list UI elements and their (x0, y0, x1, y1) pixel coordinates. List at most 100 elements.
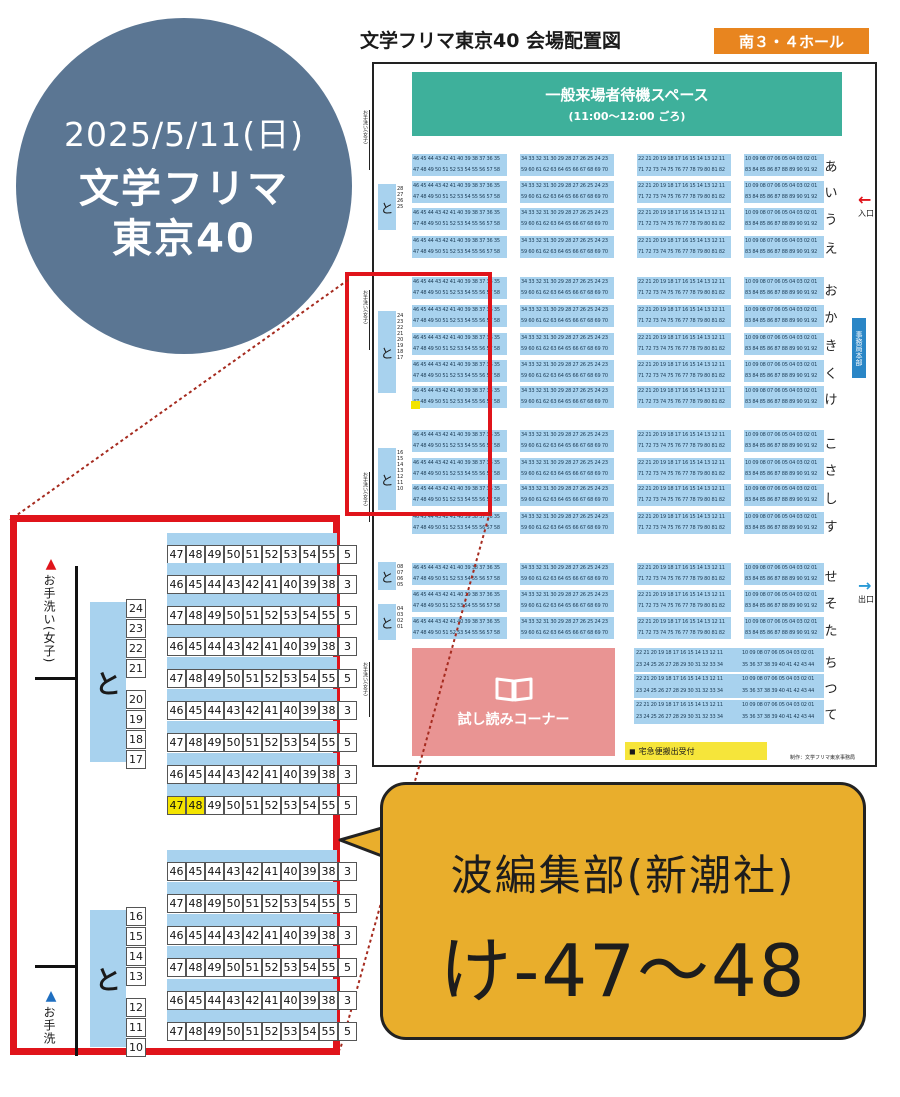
booth-cell[interactable]: 45 (186, 926, 205, 945)
booth-cell[interactable]: 49 (205, 606, 224, 625)
booth-cell[interactable]: 55 (319, 733, 338, 752)
booth-cell[interactable]: 46 (167, 862, 186, 881)
booth-cell[interactable]: 55 (319, 958, 338, 977)
booth-cell[interactable]: 40 (281, 862, 300, 881)
booth-cell[interactable]: 39 (300, 926, 319, 945)
booth-cell[interactable]: 3 (338, 637, 357, 656)
booth-cell[interactable]: 42 (243, 926, 262, 945)
booth-cell[interactable]: 52 (262, 958, 281, 977)
booth-cell[interactable]: 45 (186, 765, 205, 784)
booth-cell[interactable]: 5 (338, 1022, 357, 1041)
booth-cell[interactable]: 52 (262, 669, 281, 688)
booth-cell[interactable]: 49 (205, 669, 224, 688)
booth-cell[interactable]: 40 (281, 701, 300, 720)
booth-cell[interactable]: 49 (205, 958, 224, 977)
booth-cell[interactable]: 51 (243, 733, 262, 752)
booth-cell[interactable]: 40 (281, 991, 300, 1010)
booth-cell[interactable]: 48 (186, 1022, 205, 1041)
booth-cell[interactable]: 44 (205, 575, 224, 594)
booth-cell[interactable]: 47 (167, 958, 186, 977)
booth-cell[interactable]: 5 (338, 606, 357, 625)
booth-cell[interactable]: 44 (205, 862, 224, 881)
booth-cell[interactable]: 38 (319, 637, 338, 656)
booth-cell[interactable]: 43 (224, 926, 243, 945)
booth-cell[interactable]: 52 (262, 796, 281, 815)
booth-cell[interactable]: 50 (224, 894, 243, 913)
booth-cell[interactable]: 5 (338, 958, 357, 977)
booth-cell[interactable]: 38 (319, 991, 338, 1010)
booth-cell[interactable]: 44 (205, 991, 224, 1010)
booth-cell[interactable]: 44 (205, 926, 224, 945)
booth-cell[interactable]: 46 (167, 575, 186, 594)
booth-cell[interactable]: 54 (300, 669, 319, 688)
booth-cell[interactable]: 42 (243, 862, 262, 881)
booth-cell[interactable]: 55 (319, 894, 338, 913)
booth-cell[interactable]: 55 (319, 1022, 338, 1041)
booth-cell[interactable]: 55 (319, 606, 338, 625)
booth-cell[interactable]: 41 (262, 862, 281, 881)
booth-cell[interactable]: 50 (224, 606, 243, 625)
booth-cell[interactable]: 50 (224, 796, 243, 815)
booth-cell[interactable]: 53 (281, 669, 300, 688)
booth-cell[interactable]: 42 (243, 637, 262, 656)
booth-cell[interactable]: 43 (224, 701, 243, 720)
booth-cell[interactable]: 46 (167, 926, 186, 945)
booth-cell[interactable]: 38 (319, 701, 338, 720)
booth-cell[interactable]: 49 (205, 796, 224, 815)
booth-cell[interactable]: 52 (262, 894, 281, 913)
booth-cell[interactable]: 47 (167, 606, 186, 625)
booth-cell[interactable]: 40 (281, 637, 300, 656)
booth-cell[interactable]: 39 (300, 637, 319, 656)
booth-cell[interactable]: 49 (205, 545, 224, 564)
booth-cell[interactable]: 54 (300, 796, 319, 815)
booth-cell[interactable]: 48 (186, 606, 205, 625)
booth-cell[interactable]: 53 (281, 545, 300, 564)
booth-cell[interactable]: 52 (262, 545, 281, 564)
booth-cell[interactable]: 54 (300, 894, 319, 913)
booth-cell[interactable]: 51 (243, 1022, 262, 1041)
booth-cell[interactable]: 39 (300, 765, 319, 784)
booth-cell[interactable]: 3 (338, 926, 357, 945)
booth-cell[interactable]: 42 (243, 701, 262, 720)
booth-cell[interactable]: 48 (186, 958, 205, 977)
booth-cell[interactable]: 42 (243, 991, 262, 1010)
booth-cell[interactable]: 46 (167, 637, 186, 656)
booth-cell[interactable]: 3 (338, 862, 357, 881)
booth-cell[interactable]: 38 (319, 862, 338, 881)
booth-cell[interactable]: 38 (319, 575, 338, 594)
booth-cell[interactable]: 40 (281, 926, 300, 945)
booth-cell[interactable]: 5 (338, 733, 357, 752)
booth-cell[interactable]: 52 (262, 733, 281, 752)
booth-cell[interactable]: 52 (262, 606, 281, 625)
booth-cell[interactable]: 45 (186, 991, 205, 1010)
booth-cell[interactable]: 51 (243, 796, 262, 815)
booth-cell[interactable]: 40 (281, 575, 300, 594)
booth-cell[interactable]: 47 (167, 733, 186, 752)
booth-cell[interactable]: 44 (205, 637, 224, 656)
booth-cell[interactable]: 51 (243, 894, 262, 913)
highlighted-booth[interactable]: 47 (167, 796, 186, 815)
booth-cell[interactable]: 53 (281, 958, 300, 977)
booth-cell[interactable]: 42 (243, 765, 262, 784)
booth-cell[interactable]: 47 (167, 1022, 186, 1041)
booth-cell[interactable]: 54 (300, 958, 319, 977)
booth-cell[interactable]: 5 (338, 669, 357, 688)
booth-cell[interactable]: 3 (338, 575, 357, 594)
booth-cell[interactable]: 5 (338, 894, 357, 913)
booth-cell[interactable]: 43 (224, 991, 243, 1010)
booth-cell[interactable]: 53 (281, 796, 300, 815)
booth-cell[interactable]: 38 (319, 765, 338, 784)
booth-cell[interactable]: 41 (262, 926, 281, 945)
booth-cell[interactable]: 41 (262, 701, 281, 720)
booth-cell[interactable]: 47 (167, 669, 186, 688)
booth-cell[interactable]: 39 (300, 862, 319, 881)
booth-cell[interactable]: 49 (205, 894, 224, 913)
booth-cell[interactable]: 3 (338, 701, 357, 720)
booth-cell[interactable]: 50 (224, 1022, 243, 1041)
booth-cell[interactable]: 53 (281, 894, 300, 913)
booth-cell[interactable]: 52 (262, 1022, 281, 1041)
booth-cell[interactable]: 39 (300, 575, 319, 594)
booth-cell[interactable]: 39 (300, 701, 319, 720)
booth-cell[interactable]: 50 (224, 545, 243, 564)
booth-cell[interactable]: 43 (224, 862, 243, 881)
